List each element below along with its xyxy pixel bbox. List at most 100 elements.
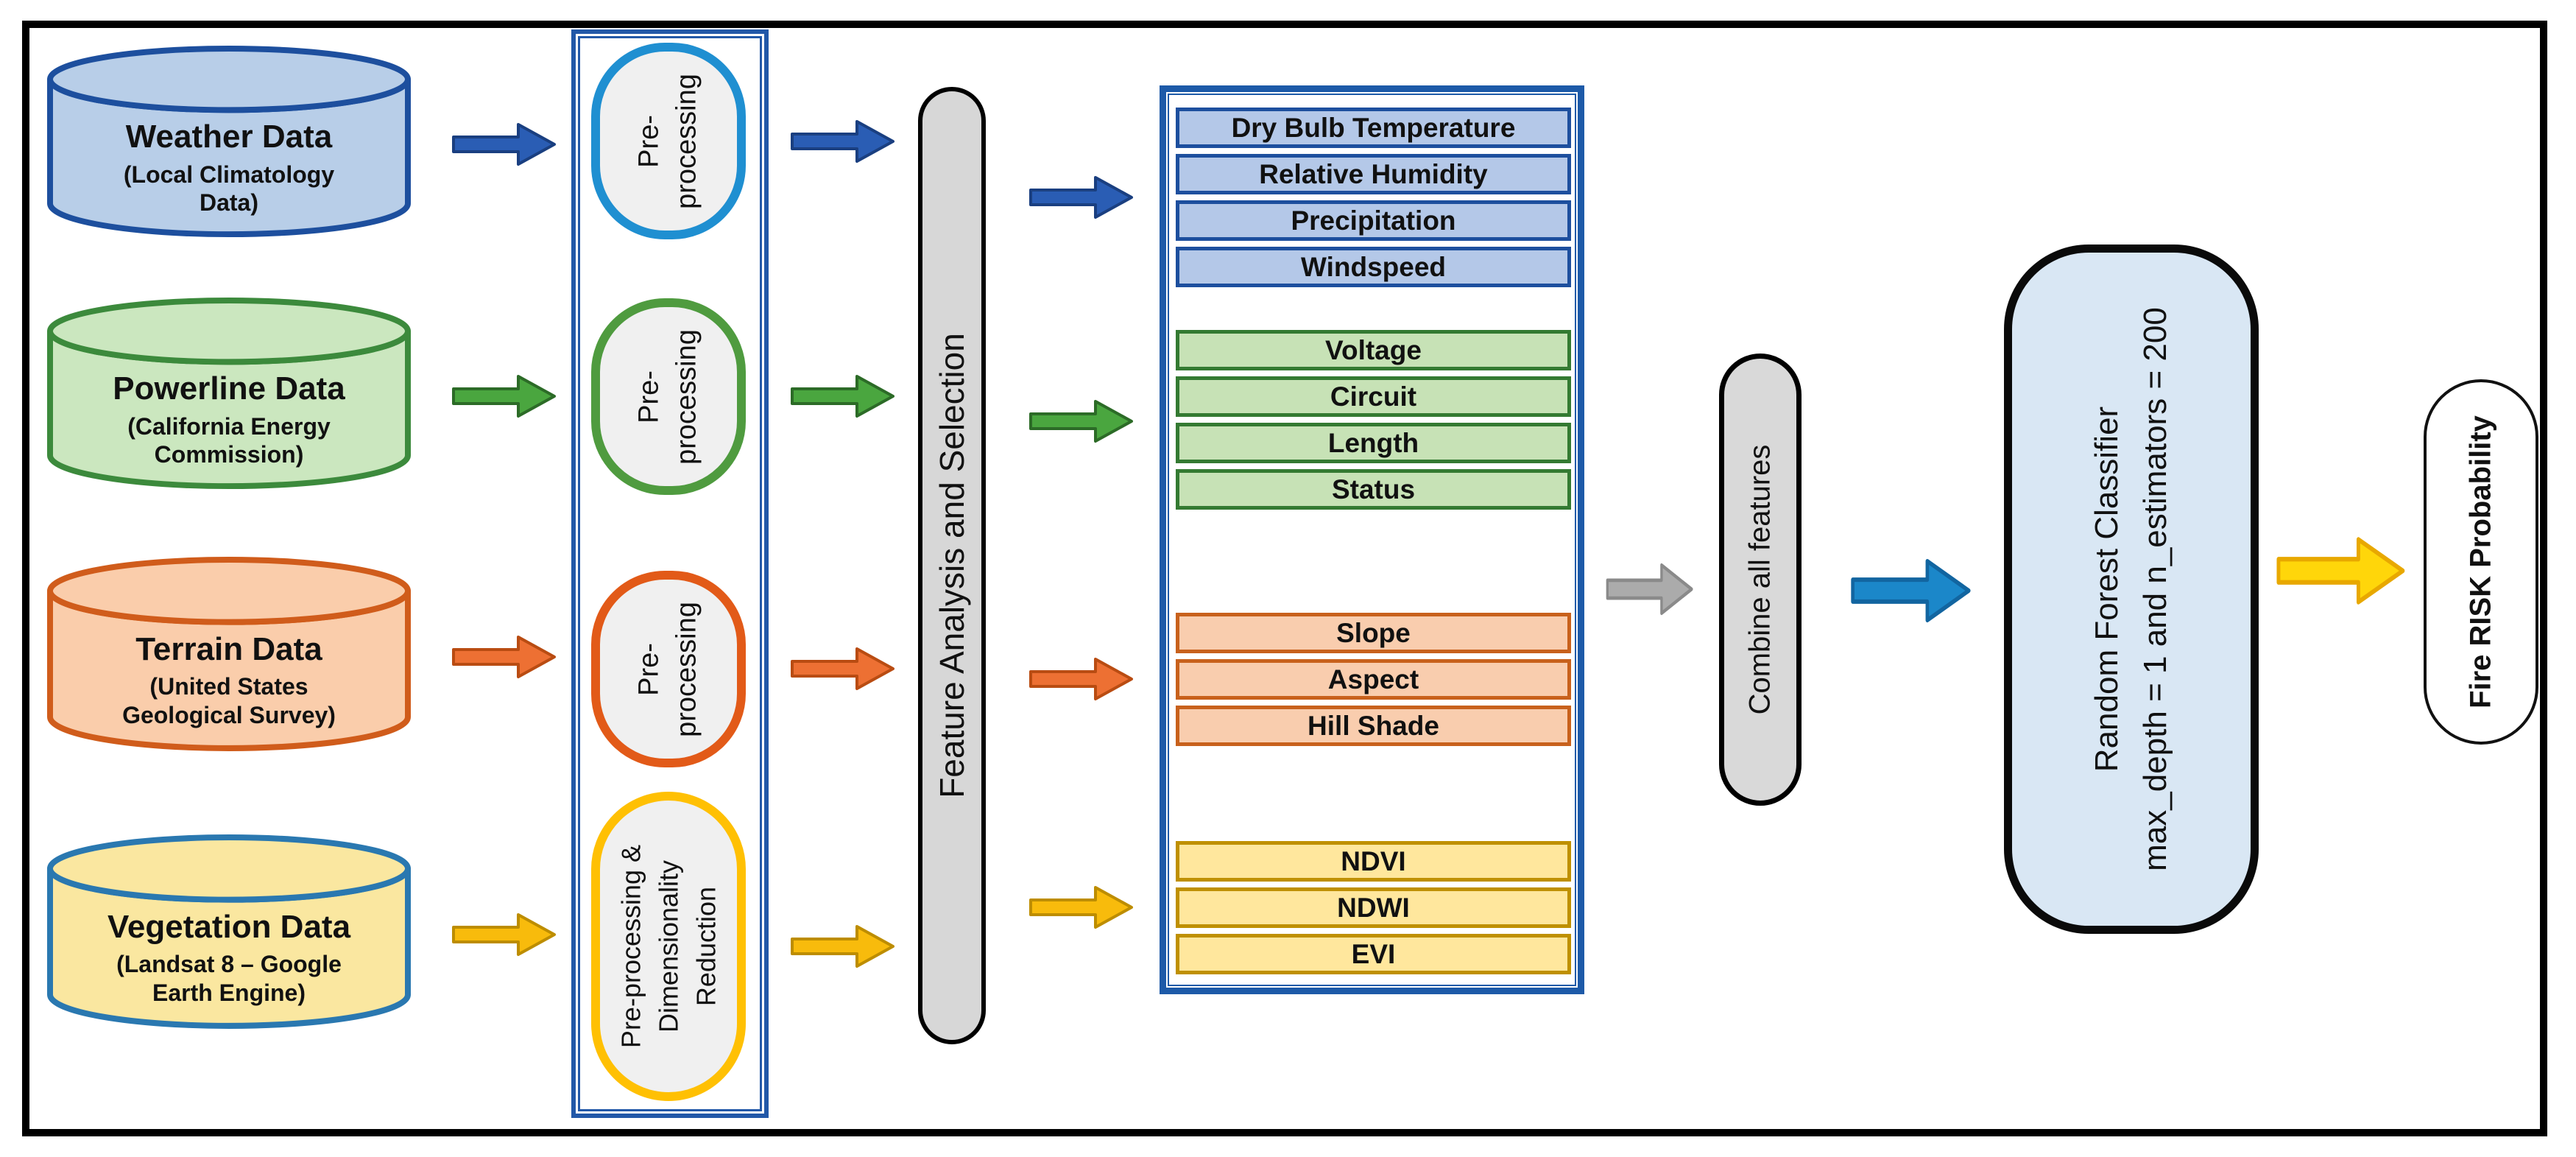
feature-row-relative-humidity: Relative Humidity (1176, 154, 1571, 194)
diagram-border (22, 21, 2547, 1136)
preprocessing-label: Pre- processing (631, 329, 707, 465)
label-line: Pre- (633, 370, 665, 423)
datasource-terrain-cylinder: Terrain Data (United States Geological S… (46, 557, 412, 757)
arrow-analysis-to-terrain-features (1029, 658, 1133, 700)
datasource-text: Weather Data (Local Climatology Data) (46, 119, 412, 217)
datasource-subtitle: (Landsat 8 – Google Earth Engine) (116, 951, 342, 1006)
cylinder-shape (47, 46, 411, 238)
datasource-weather-cylinder: Weather Data (Local Climatology Data) (46, 46, 412, 243)
arrow-powerline-to-preprocessing (452, 375, 556, 418)
feature-analysis-label: Feature Analysis and Selection (933, 333, 971, 798)
feature-row-precipitation: Precipitation (1176, 200, 1571, 241)
datasource-subtitle: (United States Geological Survey) (122, 673, 336, 728)
feature-row-ndwi: NDWI (1176, 887, 1571, 928)
arrow-shape (452, 375, 556, 418)
feature-row-dry-bulb-temperature: Dry Bulb Temperature (1176, 108, 1571, 148)
feature-label: Slope (1336, 617, 1411, 648)
arrow-preprocessing-terrain-to-analysis (791, 647, 894, 690)
arrow-features-to-combine (1606, 563, 1693, 616)
cylinder-top (47, 298, 411, 365)
feature-row-length: Length (1176, 423, 1571, 463)
feature-label: Windspeed (1300, 251, 1446, 282)
combine-features-label: Combine all features (1743, 444, 1776, 715)
classifier-name: Random Forest Classifier (2089, 406, 2125, 773)
feature-row-windspeed: Windspeed (1176, 247, 1571, 287)
arrow-shape (791, 375, 894, 418)
preprocessing-weather-oval: Pre- processing (591, 43, 746, 239)
arrow-shape (2276, 537, 2405, 605)
label-line: Pre-processing & (615, 844, 646, 1049)
feature-row-aspect: Aspect (1176, 659, 1571, 700)
cylinder-top (47, 557, 411, 625)
feature-row-status: Status (1176, 469, 1571, 510)
datasource-title: Vegetation Data (107, 908, 351, 945)
random-forest-classifier-box: Random Forest Classifier max_depth = 1 a… (2004, 245, 2259, 934)
arrow-combine-to-classifier (1851, 558, 1971, 623)
cylinder-shape (47, 557, 411, 751)
feature-label: Precipitation (1291, 205, 1456, 236)
arrow-analysis-to-powerline-features (1029, 400, 1133, 443)
combine-features-bar: Combine all features (1719, 354, 1802, 806)
arrow-classifier-to-output (2276, 537, 2405, 605)
feature-label: Length (1327, 427, 1419, 458)
datasource-title: Powerline Data (113, 370, 345, 407)
fire-risk-output-box: Fire RISK Probability (2424, 379, 2538, 745)
feature-label: Relative Humidity (1259, 158, 1488, 189)
feature-label: Dry Bulb Temperature (1231, 112, 1516, 143)
label-line: Dimensionality (653, 859, 684, 1033)
datasource-subtitle: (California Energy Commission) (127, 412, 331, 468)
feature-row-hill-shade: Hill Shade (1176, 706, 1571, 746)
label-line: processing (671, 328, 702, 465)
feature-label: Status (1331, 474, 1416, 504)
datasource-vegetation-cylinder: Vegetation Data (Landsat 8 – Google Eart… (46, 834, 412, 1035)
label-line: Pre- (633, 642, 665, 696)
arrow-shape (1029, 886, 1133, 929)
preprocessing-powerline-oval: Pre- processing (591, 298, 746, 495)
label-line: processing (671, 73, 702, 209)
cylinder-top (47, 46, 411, 113)
preprocessing-label: Pre- processing (631, 602, 707, 737)
datasource-powerline-cylinder: Powerline Data (California Energy Commis… (46, 298, 412, 495)
arrow-shape (791, 647, 894, 690)
datasource-subtitle: (Local Climatology Data) (123, 161, 335, 217)
feature-label: Voltage (1325, 334, 1422, 365)
classifier-params: max_depth = 1 and n_estimators = 200 (2137, 307, 2173, 871)
datasource-text: Vegetation Data (Landsat 8 – Google Eart… (46, 909, 412, 1007)
feature-label: Circuit (1330, 381, 1417, 412)
feature-label: Aspect (1327, 664, 1419, 694)
feature-row-evi: EVI (1176, 934, 1571, 974)
preprocessing-terrain-oval: Pre- processing (591, 571, 746, 767)
arrow-shape (1029, 658, 1133, 700)
fire-risk-output-label: Fire RISK Probability (2464, 415, 2497, 708)
feature-row-voltage: Voltage (1176, 330, 1571, 370)
datasource-title: Terrain Data (135, 630, 322, 667)
cylinder-top (47, 834, 411, 903)
arrow-analysis-to-weather-features (1029, 176, 1133, 219)
arrow-shape (1851, 558, 1971, 623)
arrow-shape (452, 913, 556, 956)
arrow-analysis-to-vegetation-features (1029, 886, 1133, 929)
datasource-text: Terrain Data (United States Geological S… (46, 631, 412, 729)
arrow-preprocessing-vegetation-to-analysis (791, 925, 894, 968)
label-line: Pre- (633, 114, 665, 168)
feature-label: EVI (1351, 938, 1396, 969)
arrow-shape (1029, 400, 1133, 443)
cylinder-shape (47, 834, 411, 1029)
feature-label: NDWI (1337, 892, 1410, 923)
arrow-shape (1606, 563, 1693, 616)
feature-analysis-bar: Feature Analysis and Selection (918, 87, 986, 1044)
classifier-label: Random Forest Classifier max_depth = 1 a… (2083, 307, 2180, 871)
arrow-vegetation-to-preprocessing (452, 913, 556, 956)
preprocessing-label: Pre- processing (631, 74, 707, 209)
feature-row-slope: Slope (1176, 613, 1571, 653)
datasource-text: Powerline Data (California Energy Commis… (46, 370, 412, 468)
arrow-shape (452, 123, 556, 166)
feature-label: Hill Shade (1308, 710, 1439, 741)
feature-row-ndvi: NDVI (1176, 841, 1571, 882)
datasource-title: Weather Data (125, 119, 333, 155)
feature-row-circuit: Circuit (1176, 376, 1571, 417)
label-line: processing (671, 601, 702, 737)
label-line: Reduction (691, 886, 721, 1007)
arrow-preprocessing-weather-to-analysis (791, 120, 894, 163)
